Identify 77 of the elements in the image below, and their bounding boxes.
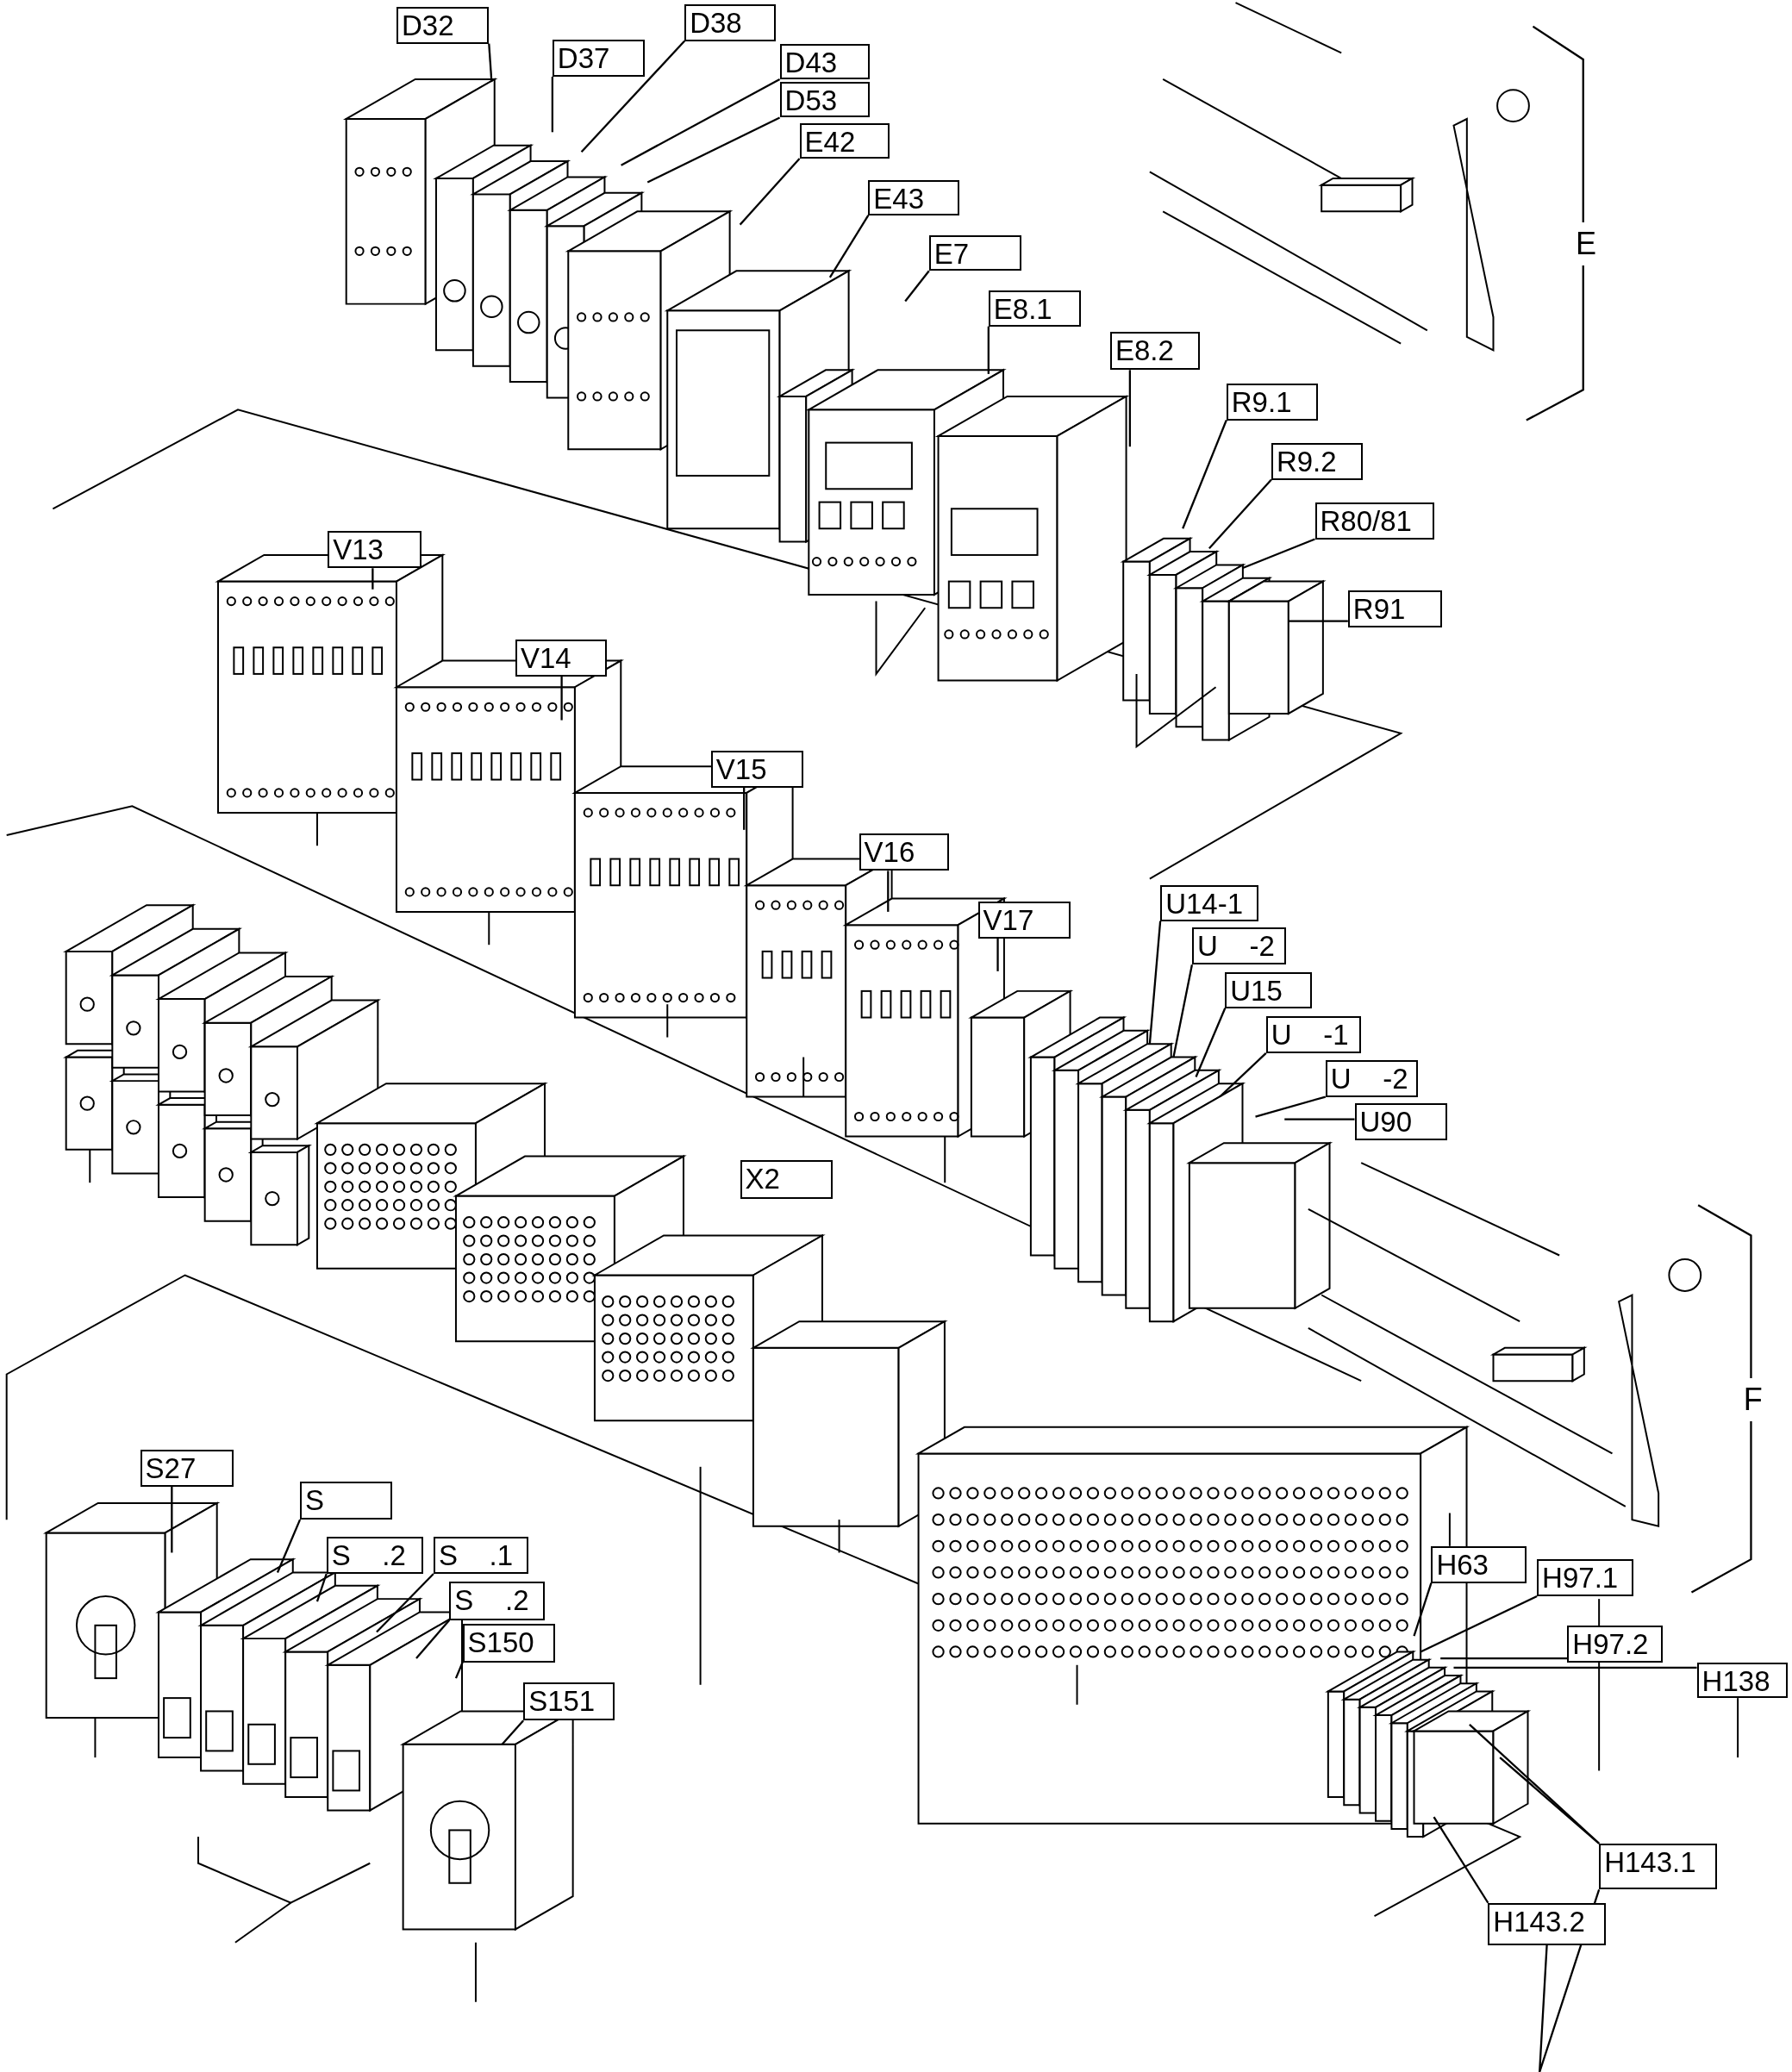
- callout-label: D38: [684, 3, 776, 41]
- leader-line: [987, 326, 990, 374]
- leader-line: [1172, 964, 1194, 1058]
- callout-label: H143.1: [1599, 1843, 1717, 1890]
- leader-line: [621, 78, 781, 166]
- leader-line: [1440, 1657, 1568, 1660]
- leader-line: [1499, 1757, 1600, 1844]
- callout-label: U90: [1354, 1103, 1447, 1141]
- leader-line: [1219, 1052, 1267, 1098]
- callout-label: H97.2: [1567, 1625, 1663, 1663]
- callout-label: S: [300, 1481, 393, 1520]
- callout-label: E42: [799, 122, 890, 159]
- leader-line: [315, 1573, 328, 1602]
- callout-label: H63: [1431, 1545, 1527, 1583]
- leader-line: [1195, 1008, 1227, 1077]
- leader-line: [1413, 1582, 1433, 1637]
- callout-label: V16: [859, 833, 949, 871]
- callout-label: E7: [928, 234, 1022, 271]
- callout-label: E8.2: [1109, 331, 1201, 371]
- leader-line: [739, 158, 801, 226]
- callout-label: S151: [523, 1682, 615, 1721]
- callout-label: U -1: [1265, 1016, 1362, 1053]
- leader-line: [488, 43, 493, 83]
- leader-line: [560, 677, 563, 721]
- callout-label: H97.1: [1537, 1559, 1633, 1597]
- leader-line: [1453, 1666, 1697, 1669]
- callout-label: R91: [1347, 590, 1442, 628]
- leader-line: [1255, 1095, 1327, 1118]
- callout-label: U14-1: [1160, 885, 1258, 921]
- leader-line: [1128, 370, 1131, 447]
- callout-label: D43: [779, 43, 870, 79]
- leader-line: [996, 938, 999, 971]
- leader-line: [1182, 420, 1227, 529]
- leader-line: [171, 1486, 173, 1553]
- callout-label: H143.2: [1488, 1902, 1606, 1945]
- callout-label: S .2: [449, 1582, 545, 1620]
- callout-label: D37: [552, 40, 646, 77]
- leader-line: [372, 568, 374, 590]
- leader-line: [1148, 921, 1162, 1045]
- callout-label: V15: [710, 750, 804, 788]
- callout-label: D32: [396, 6, 490, 44]
- callout-label: D53: [779, 82, 870, 118]
- leader-line: [501, 1719, 524, 1745]
- callout-label: U -2: [1325, 1059, 1419, 1097]
- callout-label: S .1: [433, 1537, 529, 1574]
- callout-label: V17: [977, 901, 1071, 939]
- leader-line: [276, 1519, 302, 1573]
- callout-label: U -2: [1191, 927, 1286, 965]
- leader-line: [743, 787, 746, 830]
- callout-label: S150: [462, 1624, 555, 1663]
- callout-label: E8.1: [988, 290, 1082, 327]
- leader-line: [454, 1662, 464, 1679]
- leader-line: [904, 270, 930, 303]
- leader-line: [1420, 1595, 1538, 1653]
- leader-line: [551, 76, 554, 133]
- callout-label: V14: [515, 640, 607, 677]
- leader-line: [1433, 1816, 1489, 1904]
- callout-label: X2: [740, 1160, 833, 1199]
- callout-label: R9.2: [1271, 442, 1363, 480]
- leader-line: [1241, 538, 1315, 570]
- callout-label: R80/81: [1314, 502, 1434, 540]
- leader-line: [1284, 1118, 1355, 1120]
- leader-line: [828, 215, 870, 278]
- leader-line: [376, 1573, 434, 1633]
- callout-label: S27: [140, 1449, 234, 1487]
- leader-line: [646, 116, 781, 184]
- leader-line: [415, 1619, 451, 1659]
- leader-line: [1288, 620, 1348, 622]
- callout-label: R9.1: [1226, 383, 1318, 421]
- leader-line: [887, 871, 890, 912]
- callout-label: S .2: [326, 1537, 423, 1574]
- callout-label: V13: [328, 531, 422, 569]
- callout-label: H138: [1696, 1662, 1789, 1699]
- callout-label: U15: [1225, 972, 1313, 1008]
- leader-line: [1208, 478, 1272, 550]
- callout-label: E43: [868, 179, 960, 215]
- leader-line: [580, 40, 686, 153]
